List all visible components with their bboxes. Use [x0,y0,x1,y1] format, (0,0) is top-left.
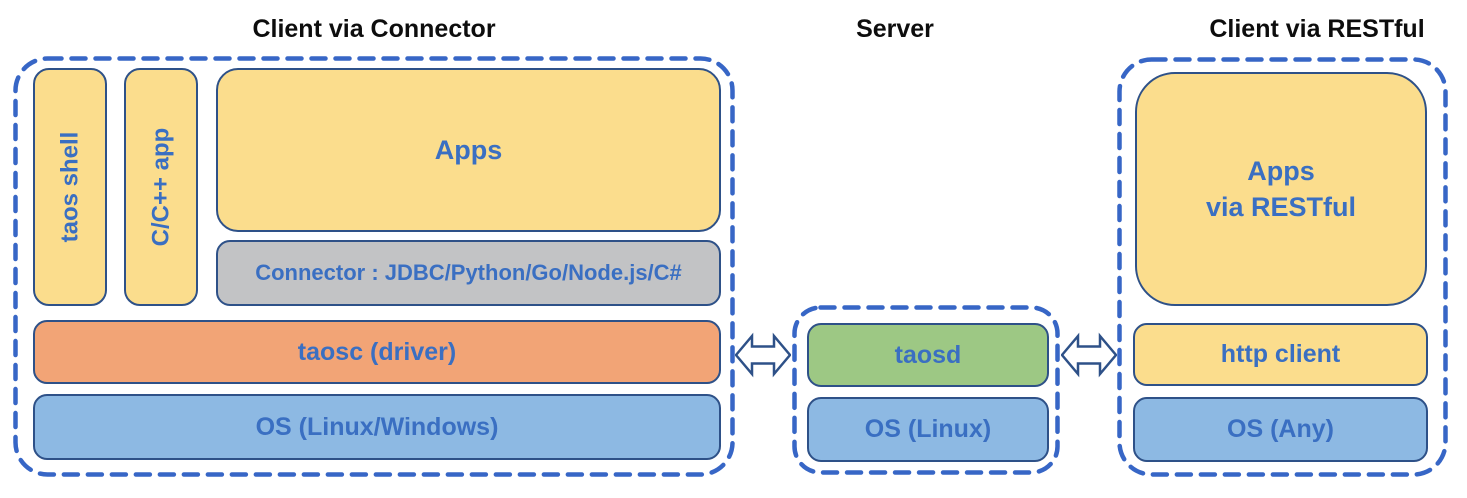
taosd-box: taosd [807,323,1049,387]
cpp-app-box: C/C++ app [124,68,198,306]
connector-label: Connector : JDBC/Python/Go/Node.js/C# [255,260,682,285]
os-any-label: OS (Any) [1227,415,1334,443]
connector-box: Connector : JDBC/Python/Go/Node.js/C# [216,240,721,306]
server-frame [792,305,1060,475]
os-linux-box: OS (Linux) [807,397,1049,462]
client-restful-frame [1117,57,1448,477]
os-linux-windows-box: OS (Linux/Windows) [33,394,721,460]
os-linux-windows-label: OS (Linux/Windows) [255,412,499,441]
http-client-label: http client [1220,340,1341,368]
apps-via-restful-label: Apps via RESTful [1205,155,1357,222]
taos-shell-label: taos shell [56,131,83,243]
taosd-label: taosd [894,340,962,369]
taos-shell-box: taos shell [33,68,107,306]
taosc-driver-box: taosc (driver) [33,320,721,384]
bidirectional-arrow-icon [1061,331,1117,379]
taosc-driver-label: taosc (driver) [297,337,457,366]
apps-box: Apps [216,68,721,232]
cpp-app-label: C/C++ app [147,127,175,247]
server-title: Server [856,15,934,43]
bidirectional-arrow-icon [735,331,791,379]
client-connector-frame [13,56,735,477]
apps-via-restful-box: Apps via RESTful [1135,72,1427,306]
os-any-box: OS (Any) [1133,397,1428,462]
os-linux-label: OS (Linux) [864,415,992,443]
client-connector-title: Client via Connector [252,15,496,43]
http-client-box: http client [1133,323,1428,386]
apps-label: Apps [434,134,503,165]
client-restful-title: Client via RESTful [1209,15,1425,43]
